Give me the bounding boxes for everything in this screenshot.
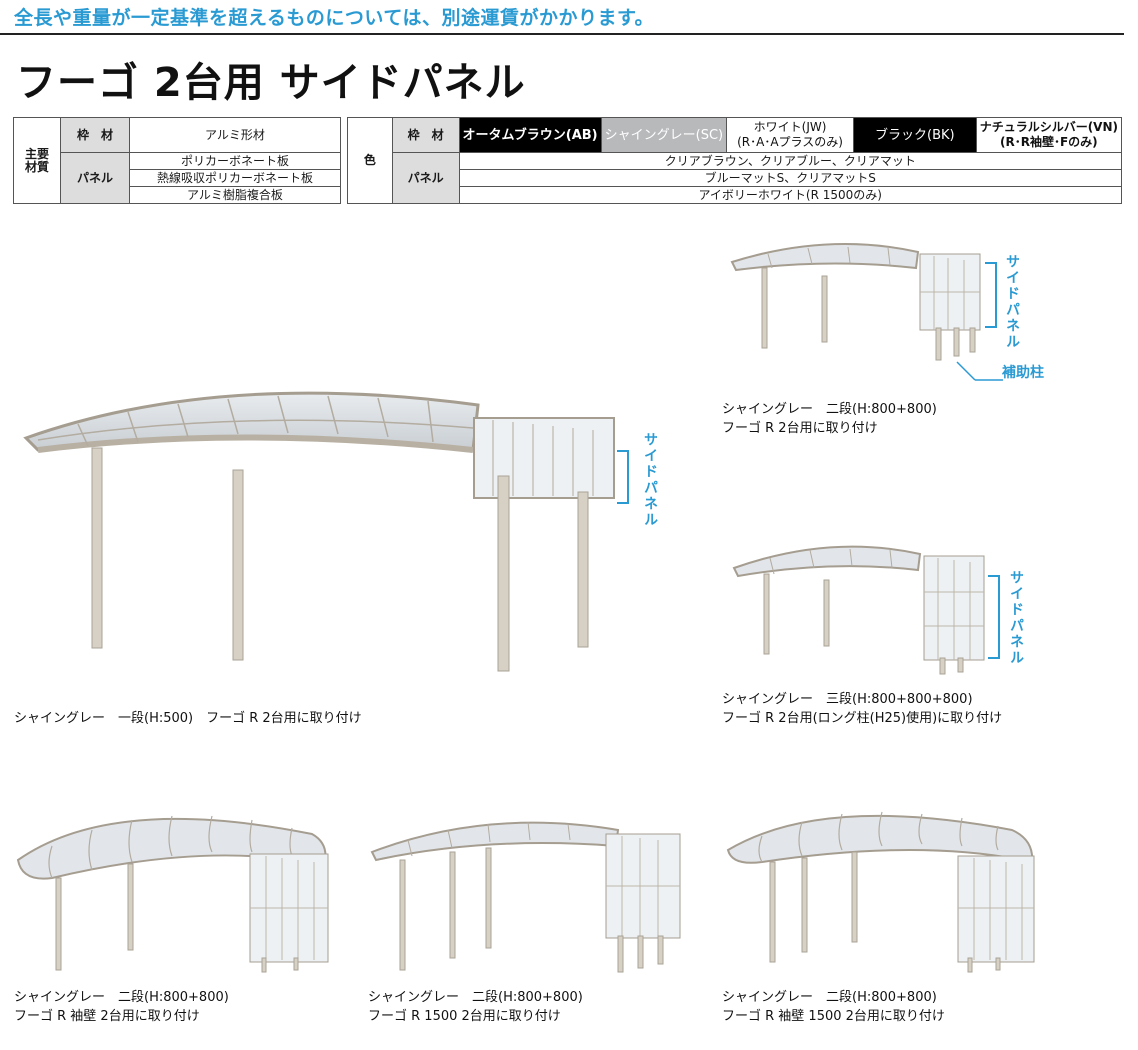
panel-label: パネル	[60, 152, 130, 204]
panel-label: パネル	[391, 152, 460, 204]
caption-line: シャイングレー 二段(H:800+800)	[722, 990, 937, 1005]
color-label: 色	[347, 117, 393, 204]
panel-value: 熱線吸収ポリカーボネート板	[129, 169, 341, 187]
header-rule	[0, 33, 1124, 35]
support-post-leader	[956, 361, 1003, 381]
main-material-label: 主要 材質	[13, 117, 61, 204]
carport-bottom-center-image	[370, 821, 681, 973]
panel-value: ポリカーボネート板	[129, 152, 341, 170]
carport-mid-right-image	[732, 545, 985, 675]
shipping-notice: 全長や重量が一定基準を超えるものについては、別途運賃がかかります。	[14, 7, 655, 29]
caption-line: シャイングレー 二段(H:800+800)	[14, 990, 229, 1005]
caption-line: シャイングレー 二段(H:800+800)	[368, 990, 583, 1005]
carport-top-right-image	[730, 243, 981, 361]
frame-label: 枠 材	[391, 117, 460, 153]
caption-bottom-left: シャイングレー 二段(H:800+800) フーゴ R 袖壁 2台用に取り付け	[14, 988, 229, 1026]
side-panel-bracket	[985, 262, 997, 328]
caption-line: フーゴ R 2台用(ロング柱(H25)使用)に取り付け	[722, 711, 1003, 726]
color-swatch-ab: オータムブラウン(AB)	[458, 117, 602, 153]
side-panel-label: サイドパネル	[1004, 254, 1020, 350]
material-table: 主要 材質 枠 材 アルミ形材 パネル ポリカーボネート板 熱線吸収ポリカーボネ…	[13, 117, 341, 204]
caption-line: シャイングレー 一段(H:500) フーゴ R 2台用に取り付け	[14, 711, 362, 726]
color-name: ホワイト(JW)	[753, 120, 827, 134]
page-title: フーゴ 2台用 サイドパネル	[16, 60, 526, 106]
side-panel-label: サイドパネル	[1008, 570, 1024, 666]
panel-color-row: クリアブラウン、クリアブルー、クリアマット	[458, 152, 1123, 170]
color-swatch-sc: シャイングレー(SC)	[600, 117, 728, 153]
caption-line: フーゴ R 1500 2台用に取り付け	[368, 1009, 561, 1024]
support-post-label: 補助柱	[1002, 365, 1044, 381]
carport-main-image	[23, 391, 615, 672]
frame-value: アルミ形材	[129, 117, 341, 153]
panel-value: アルミ樹脂複合板	[129, 186, 341, 204]
caption-bottom-center: シャイングレー 二段(H:800+800) フーゴ R 1500 2台用に取り付…	[368, 988, 583, 1026]
caption-line: シャイングレー 三段(H:800+800+800)	[722, 692, 973, 707]
caption-line: フーゴ R 2台用に取り付け	[722, 421, 878, 436]
color-name: ナチュラルシルバー(VN)	[979, 120, 1118, 134]
caption-line: シャイングレー 二段(H:800+800)	[722, 402, 937, 417]
side-panel-bracket	[988, 575, 1000, 659]
carport-bottom-right-image	[726, 811, 1035, 973]
side-panel-label: サイドパネル	[642, 432, 658, 528]
color-note: (R･A･Aプラスのみ)	[737, 135, 843, 149]
caption-line: フーゴ R 袖壁 2台用に取り付け	[14, 1009, 200, 1024]
caption-main: シャイングレー 一段(H:500) フーゴ R 2台用に取り付け	[14, 709, 362, 728]
color-swatch-bk: ブラック(BK)	[852, 117, 977, 153]
caption-mid-right: シャイングレー 三段(H:800+800+800) フーゴ R 2台用(ロング柱…	[722, 690, 1002, 728]
panel-color-row: ブルーマットS、クリアマットS	[458, 169, 1123, 187]
caption-line: フーゴ R 袖壁 1500 2台用に取り付け	[722, 1009, 945, 1024]
caption-bottom-right: シャイングレー 二段(H:800+800) フーゴ R 袖壁 1500 2台用に…	[722, 988, 945, 1026]
carport-bottom-left-image	[16, 815, 329, 973]
frame-label: 枠 材	[60, 117, 130, 153]
side-panel-bracket	[617, 450, 629, 504]
color-note: (R･R袖壁･Fのみ)	[1000, 135, 1098, 149]
caption-top-right: シャイングレー 二段(H:800+800) フーゴ R 2台用に取り付け	[722, 400, 937, 438]
color-table: 色 枠 材 オータムブラウン(AB) シャイングレー(SC) ホワイト(JW) …	[347, 117, 1123, 204]
panel-color-row: アイボリーホワイト(R 1500のみ)	[458, 186, 1123, 204]
color-swatch-jw: ホワイト(JW) (R･A･Aプラスのみ)	[726, 117, 854, 153]
color-swatch-vn: ナチュラルシルバー(VN) (R･R袖壁･Fのみ)	[975, 117, 1123, 153]
